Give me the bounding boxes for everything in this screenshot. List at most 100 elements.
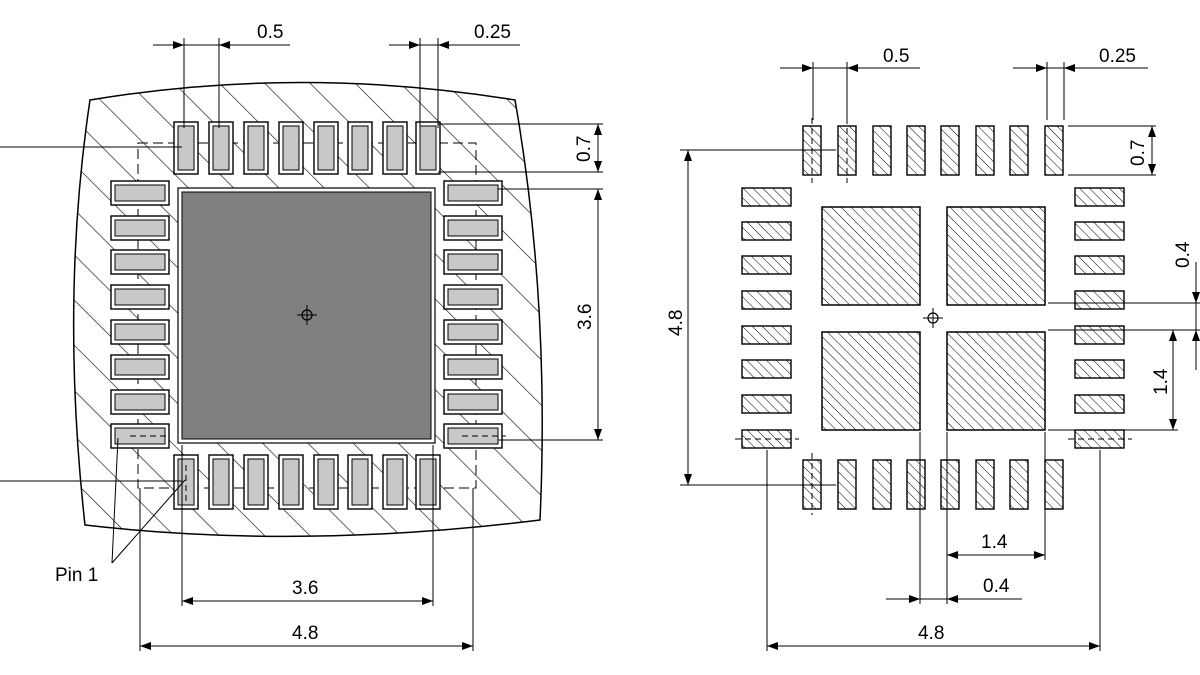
dim-body-vertical: 4.8	[666, 149, 836, 486]
pad-left-inner	[114, 358, 166, 376]
pin1-label: Pin 1	[55, 565, 98, 586]
pad-left	[741, 187, 792, 207]
pad-bottom-inner	[282, 458, 300, 506]
thermal-pad	[946, 331, 1046, 431]
thermal-pad	[821, 331, 921, 431]
pad-top-inner	[317, 125, 335, 171]
dim-label: 4.8	[292, 623, 318, 644]
pad-right-inner	[447, 219, 499, 237]
pad-left-inner	[114, 393, 166, 411]
pad-top-inner	[247, 125, 265, 171]
pad-left-inner	[114, 253, 166, 271]
dim-square-horizontal: 1.4	[946, 432, 1046, 604]
pad-right	[1074, 255, 1125, 275]
thermal-pad	[821, 206, 921, 306]
pad-left	[741, 221, 792, 241]
pin1-leader	[111, 479, 186, 564]
pad-left-inner	[114, 323, 166, 341]
dim-top-pitch: 0.5	[780, 46, 920, 120]
pad-right-inner	[447, 288, 499, 306]
pad-bottom	[975, 459, 995, 510]
dim-bottom-outer: 4.8	[139, 488, 474, 651]
pad-right-inner	[447, 253, 499, 271]
pad-top	[1009, 125, 1029, 176]
dim-label: 0.7	[574, 136, 595, 162]
pad-top	[940, 125, 960, 176]
pad-top	[1044, 125, 1064, 176]
pad-top-inner	[212, 125, 230, 171]
pad-top-inner	[351, 125, 369, 171]
pad-right-inner	[447, 184, 499, 202]
pad-right	[1074, 394, 1125, 414]
pad-top	[975, 125, 995, 176]
pad-bottom	[940, 459, 960, 510]
pad-bottom-inner	[351, 458, 369, 506]
pad-top-inner	[386, 125, 404, 171]
pad-top	[906, 125, 926, 176]
pad-left	[741, 394, 792, 414]
dim-label: 0.25	[1099, 46, 1136, 67]
pad-top	[872, 125, 892, 176]
pad-right-inner	[447, 323, 499, 341]
dim-label: 1.4	[981, 532, 1008, 553]
dim-label: 3.6	[292, 578, 318, 599]
pad-bottom	[837, 459, 857, 510]
pad-bottom-inner	[386, 458, 404, 506]
center-crosshair-icon	[923, 308, 943, 328]
pad-right-inner	[447, 393, 499, 411]
pad-right-inner	[447, 358, 499, 376]
dim-square-vertical: 1.4	[1048, 330, 1178, 431]
dim-label: 4.8	[918, 623, 944, 644]
pad-right	[1074, 325, 1125, 345]
dim-body-horizontal: 4.8	[766, 450, 1101, 651]
pad-left	[741, 290, 792, 310]
dim-top-width: 0.25	[1013, 46, 1148, 120]
dim-pad-height: 3.6	[498, 188, 603, 441]
dim-bottom-inner: 3.6	[181, 445, 434, 606]
pad-right	[1074, 359, 1125, 379]
pad-top-inner	[177, 125, 195, 171]
pin1-leader	[111, 437, 119, 564]
dim-label: 0.25	[474, 22, 511, 43]
left-footprint-view: Pin 1 0.5 0.25 0.7	[0, 22, 603, 651]
pad-left	[741, 359, 792, 379]
right-footprint-view: 0.5 0.25 0.7 0.4	[666, 46, 1200, 651]
pad-bottom-inner	[317, 458, 335, 506]
pad-bottom-inner	[247, 458, 265, 506]
dim-label: 0.4	[1173, 241, 1194, 268]
pad-group	[110, 121, 506, 510]
pad-bottom-inner	[212, 458, 230, 506]
dim-gap-horizontal: 0.4	[886, 432, 1022, 604]
dim-top-width: 0.25	[389, 22, 520, 128]
pad-bottom	[906, 459, 926, 510]
center-crosshair-icon	[297, 305, 317, 325]
dim-pad-length: 0.7	[1068, 125, 1156, 176]
pad-top-inner	[419, 125, 437, 171]
pad-top-inner	[282, 125, 300, 171]
pad-bottom-inner	[419, 458, 437, 506]
dim-label: 0.5	[257, 22, 283, 43]
pad-left	[741, 255, 792, 275]
package-outline-dashed	[137, 142, 477, 489]
dim-label: 4.8	[666, 310, 687, 336]
dim-label: 3.6	[575, 304, 596, 330]
thermal-pad	[946, 206, 1046, 306]
pad-bottom	[1009, 459, 1029, 510]
dim-label: 1.4	[1151, 368, 1172, 395]
pad-left	[741, 325, 792, 345]
dim-pad-length: 0.7	[438, 123, 603, 173]
pad-left-inner	[114, 219, 166, 237]
pad-left-inner	[114, 184, 166, 202]
dim-gap-vertical: 0.4	[1048, 241, 1200, 370]
pad-bottom	[872, 459, 892, 510]
pad-right	[1074, 187, 1125, 207]
dim-label: 0.4	[983, 576, 1010, 597]
pad-bottom	[1044, 459, 1064, 510]
pad-right	[1074, 290, 1125, 310]
pad-left-inner	[114, 288, 166, 306]
dim-top-pitch: 0.5	[153, 22, 290, 128]
pad-right	[1074, 221, 1125, 241]
dim-label: 0.5	[883, 46, 909, 67]
dim-label: 0.7	[1128, 140, 1149, 166]
